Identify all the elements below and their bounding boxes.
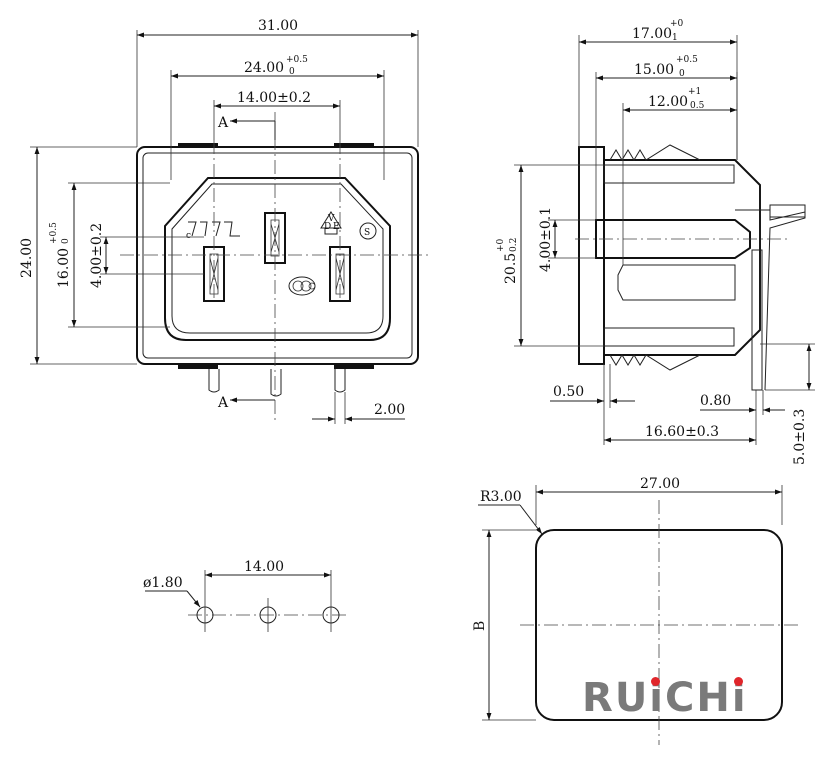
side-view: 17.00 +0 1 15.00 +0.5 0 12.00 +1 0.5 20.… (496, 19, 815, 465)
dim-depth-1-tol-upper: +0 (670, 19, 684, 29)
tab-bottom-left (178, 364, 218, 369)
dim-cutout-height: B (472, 621, 488, 631)
section-label-bottom: A (217, 395, 229, 411)
dim-cutout-width: 27.00 (640, 476, 680, 492)
svg-text:E: E (333, 222, 340, 232)
dim-inner-width-tol-lower: 0 (289, 67, 295, 77)
tab-bottom-right (334, 364, 374, 369)
tab-top-left (178, 143, 218, 148)
dim-height-tol-upper: +0 (496, 238, 506, 252)
pcb-layout: 14.00 ø1.80 (143, 559, 350, 632)
front-inner-frame (142, 152, 413, 359)
dim-inner-width-tol-upper: +0.5 (286, 55, 308, 65)
dim-depth-3: 12.00 (648, 94, 688, 110)
solder-pins (208, 369, 346, 397)
dim-depth-2-tol-lower: 0 (679, 69, 685, 79)
dim-wall: 0.50 (553, 384, 584, 400)
svg-text:S: S (364, 228, 370, 238)
dim-overall-height: 24.00 (19, 238, 35, 278)
dim-inner-height-tol-lower: 0 (61, 238, 71, 244)
s-mark-icon: S (359, 222, 377, 240)
logo-dot (733, 677, 743, 686)
dim-hole-diameter: ø1.80 (143, 575, 183, 591)
dim-pin-length: 5.0±0.3 (792, 409, 808, 465)
dim-inner-width: 24.00 (244, 60, 284, 76)
tab-top-right (334, 143, 374, 148)
dim-pin-pitch: 14.00±0.2 (237, 90, 311, 106)
ccc-mark-icon (288, 276, 316, 296)
front-view: c D E V S (19, 18, 432, 424)
dim-depth-2: 15.00 (634, 62, 674, 78)
dim-depth-2-tol-upper: +0.5 (676, 55, 698, 65)
dim-inner-height-tol-upper: +0.5 (49, 222, 59, 244)
dim-depth-1-tol-lower: 1 (672, 33, 678, 43)
dim-cutout-radius: R3.00 (480, 489, 522, 505)
dim-pin-thickness: 0.80 (700, 393, 731, 409)
dim-depth-3-tol-upper: +1 (688, 87, 701, 97)
dim-height: 20.5 (503, 253, 519, 284)
dim-pin-height: 4.00±0.2 (89, 223, 105, 288)
section-label-top: A (217, 115, 229, 131)
dim-height-tol-lower: 0.2 (509, 238, 519, 252)
svg-text:D: D (324, 222, 331, 232)
svg-text:c: c (186, 231, 191, 241)
dim-length: 16.60±0.3 (645, 424, 719, 440)
dim-depth-1: 17.00 (632, 26, 672, 42)
dim-pcb-pitch: 14.00 (244, 559, 284, 575)
dim-depth-3-tol-lower: 0.5 (690, 101, 705, 111)
vde-mark-icon: D E V (320, 211, 342, 235)
cert-mark-ru-icon: c (186, 221, 240, 241)
dim-pin-offset: 2.00 (374, 402, 405, 418)
logo-dot (651, 677, 661, 686)
inlet-outline-inner (171, 183, 384, 334)
dim-inner-height: 16.00 (56, 248, 72, 288)
front-outer-frame (136, 146, 419, 365)
svg-text:V: V (327, 214, 335, 224)
panel-cutout: 27.00 R3.00 B (472, 476, 800, 745)
dim-overall-width: 31.00 (258, 18, 298, 34)
inlet-outline-outer (164, 177, 391, 341)
side-flange (578, 146, 605, 365)
dim-side-pin-height: 4.00±0.1 (538, 207, 554, 272)
